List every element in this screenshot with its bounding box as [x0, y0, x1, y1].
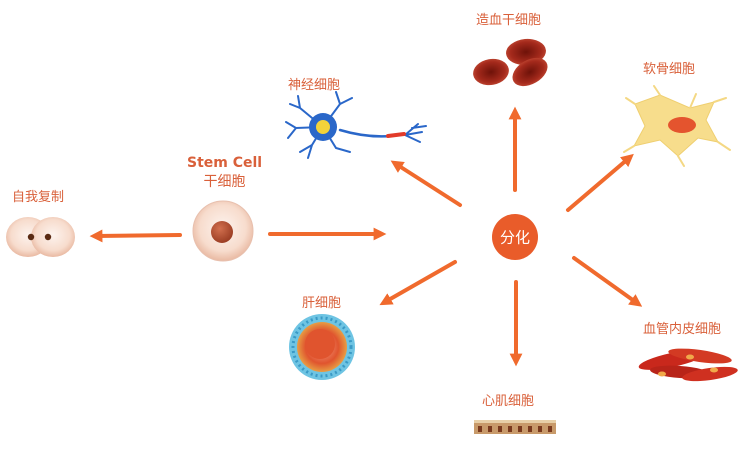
arrow-to-self-renewal — [89, 229, 182, 243]
arrow-to-cartilage — [566, 153, 634, 212]
hub-label: 分化 — [500, 229, 530, 247]
cartilage-label: 软骨细胞 — [643, 62, 696, 77]
neuron-image — [285, 91, 427, 159]
neuron-label: 神经细胞 — [288, 78, 341, 93]
differentiation-hub: 分化 — [492, 214, 538, 260]
endothelial-label: 血管内皮细胞 — [643, 322, 722, 337]
stem-cell-image — [192, 200, 254, 262]
stem-cell-subtitle: 干细胞 — [203, 174, 246, 190]
cartilage-cell-image — [623, 85, 731, 167]
arrows — [89, 106, 643, 367]
endothelial-cells-image — [638, 348, 738, 382]
blood-label: 造血干细胞 — [476, 13, 542, 28]
arrow-to-liver — [379, 260, 457, 306]
blood-cells-image — [473, 38, 548, 87]
arrow-to-neuron — [390, 160, 462, 207]
stem-cell-title: Stem Cell — [187, 155, 263, 171]
liver-cell-image — [289, 314, 355, 380]
liver-label: 肝细胞 — [302, 296, 342, 311]
cardiac-muscle-image — [474, 420, 556, 434]
arrow-to-endothelial — [572, 256, 643, 307]
stem-cell-label: Stem Cell 干细胞 — [187, 154, 262, 192]
cardiac-label: 心肌细胞 — [482, 394, 535, 409]
self-renewal-image — [6, 217, 75, 257]
self-renewal-label: 自我复制 — [12, 190, 65, 205]
